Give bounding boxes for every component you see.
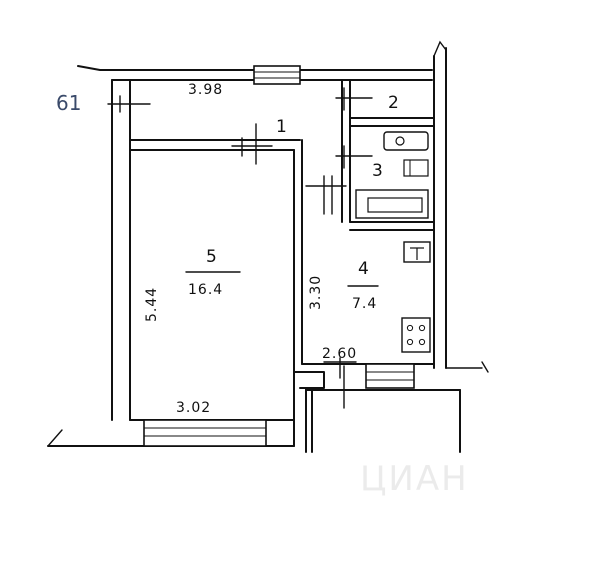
room-4-height-dimension: 3.30	[308, 275, 324, 310]
room-5-number: 5	[206, 247, 217, 267]
watermark: ЦИАН	[360, 459, 469, 499]
room-5-height-dimension: 5.44	[144, 287, 160, 322]
room-1-number: 1	[276, 117, 287, 137]
side-number-label: 61	[56, 91, 81, 115]
doors	[107, 87, 373, 409]
kitchen-fixtures	[401, 241, 431, 353]
room-4-area: 7.4	[352, 296, 377, 312]
windows	[143, 65, 415, 447]
bathroom-fixtures	[355, 131, 429, 219]
room-2-number: 2	[388, 93, 399, 113]
room-5-area: 16.4	[188, 282, 223, 298]
room-3-number: 3	[372, 161, 383, 181]
room-4-width-dimension: 2.60	[322, 346, 357, 362]
room-4-number: 4	[358, 259, 369, 279]
dimension-top: 3.98	[188, 82, 223, 98]
room-5-width-dimension: 3.02	[176, 400, 211, 416]
